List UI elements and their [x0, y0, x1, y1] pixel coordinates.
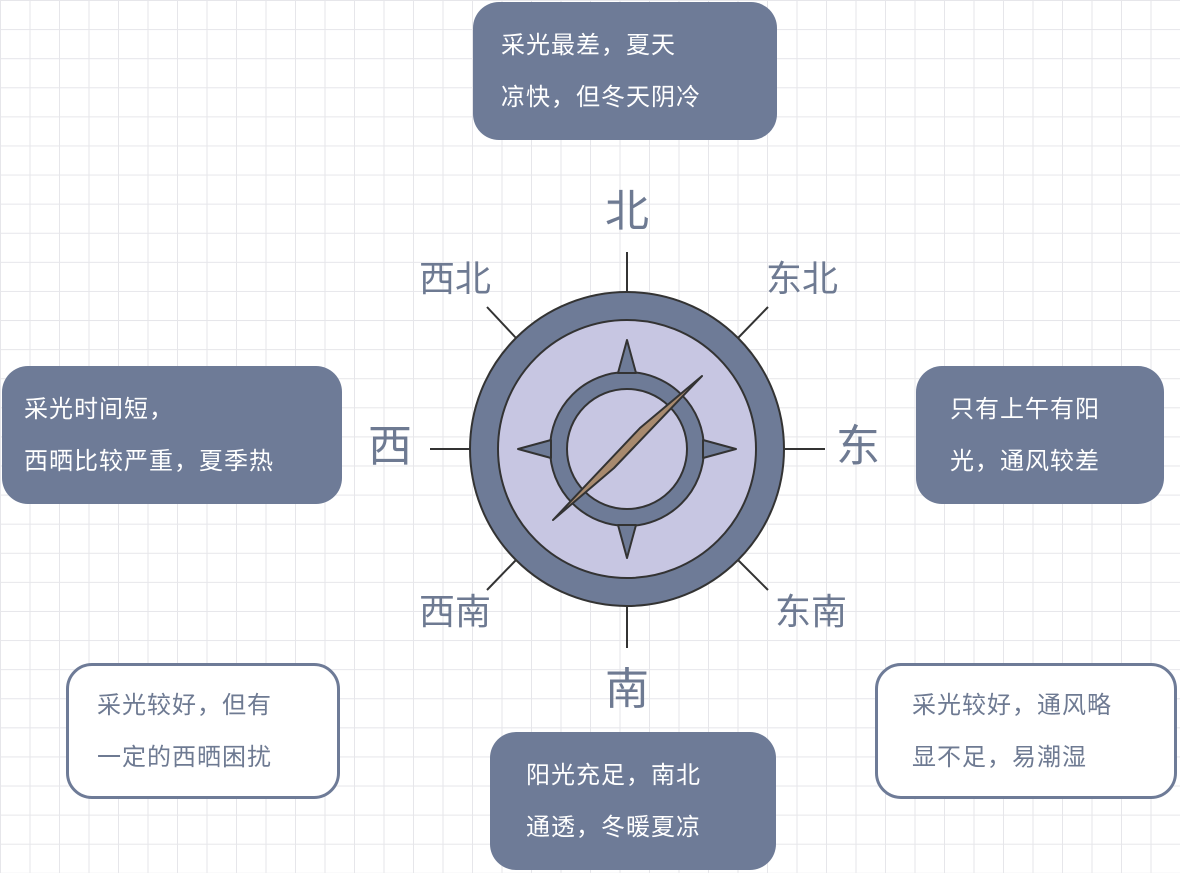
note-west-line-1: 采光时间短， — [24, 395, 174, 423]
label-north: 北 — [605, 186, 649, 237]
note-southeast: 采光较好，通风略 显不足，易潮湿 — [875, 663, 1177, 799]
note-south-line-2: 通透，冬暖夏凉 — [526, 813, 701, 841]
note-west: 采光时间短， 西晒比较严重，夏季热 — [2, 366, 342, 504]
note-east-line-1: 只有上午有阳 — [950, 395, 1100, 423]
note-west-line-2: 西晒比较严重，夏季热 — [24, 447, 274, 475]
tick-southeast — [737, 559, 769, 591]
note-north-line-2: 凉快，但冬天阴冷 — [501, 83, 701, 111]
note-southwest: 采光较好，但有 一定的西晒困扰 — [66, 663, 340, 799]
star-point-north — [617, 339, 637, 374]
note-north: 采光最差，夏天 凉快，但冬天阴冷 — [473, 2, 777, 140]
note-east-line-2: 光，通风较差 — [950, 447, 1100, 475]
tick-northwest — [486, 306, 517, 339]
label-west: 西 — [368, 421, 412, 472]
note-southeast-line-1: 采光较好，通风略 — [912, 691, 1112, 719]
label-northwest: 西北 — [419, 259, 492, 300]
note-north-line-1: 采光最差，夏天 — [501, 31, 676, 59]
star-point-west — [517, 439, 552, 459]
star-point-east — [702, 439, 737, 459]
compass-needle — [552, 375, 703, 521]
label-southeast: 东南 — [775, 592, 848, 633]
tick-southwest — [486, 559, 517, 591]
tick-northeast — [737, 306, 769, 339]
note-southeast-line-2: 显不足，易潮湿 — [912, 743, 1087, 771]
note-east: 只有上午有阳 光，通风较差 — [916, 366, 1164, 504]
label-east: 东 — [836, 421, 880, 472]
star-point-south — [617, 524, 637, 559]
note-southwest-line-1: 采光较好，但有 — [97, 691, 272, 719]
label-southwest: 西南 — [419, 592, 492, 633]
label-south: 南 — [605, 664, 649, 715]
note-south: 阳光充足，南北 通透，冬暖夏凉 — [490, 732, 776, 870]
note-southwest-line-2: 一定的西晒困扰 — [97, 743, 272, 771]
note-south-line-1: 阳光充足，南北 — [526, 761, 701, 789]
label-northeast: 东北 — [766, 259, 839, 300]
